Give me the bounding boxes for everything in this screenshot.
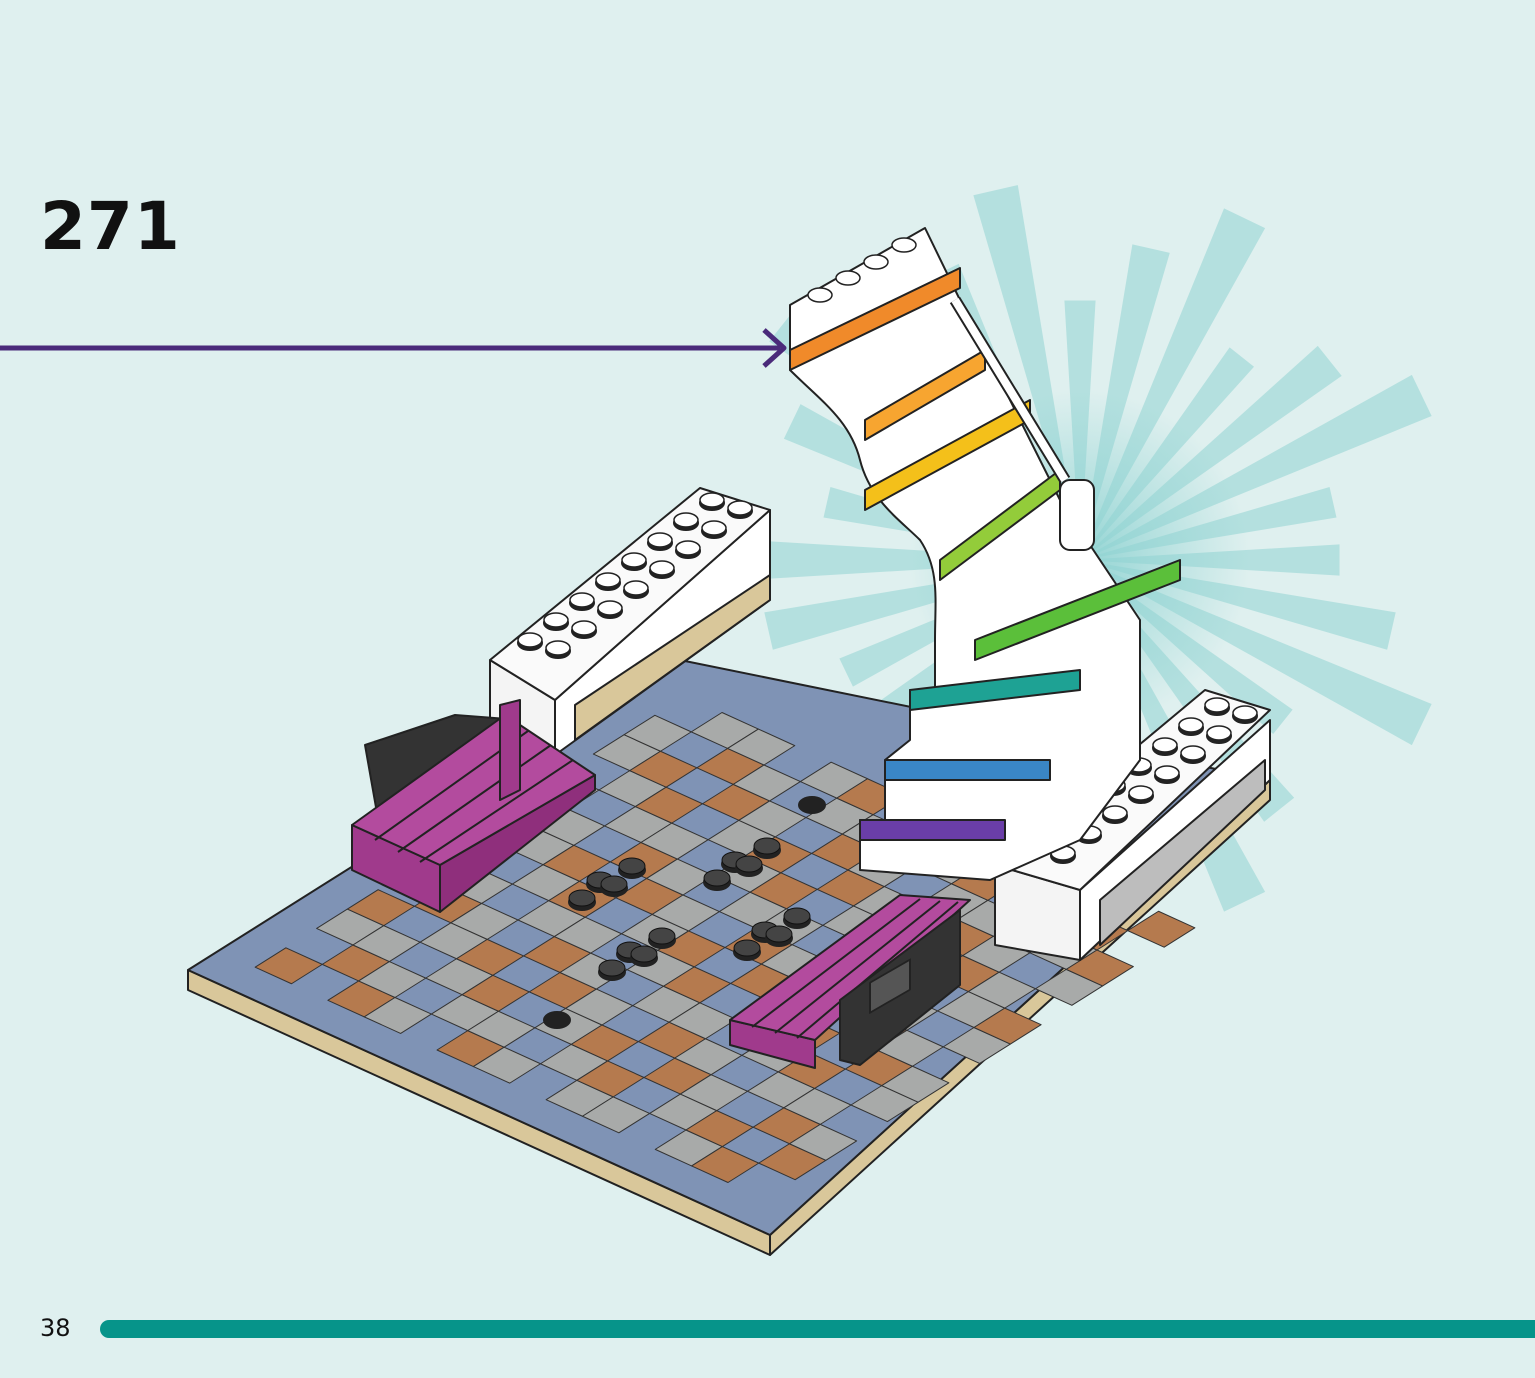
stair-stud: [807, 287, 833, 303]
page-number: 38: [40, 1314, 71, 1342]
wall-stud-top: [1154, 765, 1180, 781]
wall-stud-top: [699, 492, 725, 508]
stair-step: [884, 759, 1051, 781]
wall-stud-top: [543, 612, 569, 628]
left-wall: [489, 487, 771, 756]
wall-stud-top: [647, 532, 673, 548]
stud-top: [733, 939, 761, 957]
stud-top: [568, 889, 596, 907]
wall-stud-top: [1102, 805, 1128, 821]
stud-top: [598, 959, 626, 977]
floor-tile: [1127, 910, 1196, 948]
rainbow-staircase: [789, 227, 1181, 881]
wall-stud-top: [517, 632, 543, 648]
stair-step: [909, 669, 1081, 711]
wall-stud-top: [727, 500, 753, 516]
stair-stud: [891, 237, 917, 253]
stud-top: [648, 927, 676, 945]
stair-stud: [863, 254, 889, 270]
wall-stud-top: [675, 540, 701, 556]
floor-tile: [1065, 949, 1134, 987]
wall-stud-top: [621, 552, 647, 568]
stair-step: [864, 349, 986, 441]
wall-stud-top: [597, 600, 623, 616]
stud-top: [735, 855, 763, 873]
stud: [543, 1011, 571, 1029]
wall-stud-top: [571, 620, 597, 636]
wall-stud-top: [1128, 785, 1154, 801]
stud-top: [765, 925, 793, 943]
wall-stud-top: [1152, 737, 1178, 753]
wall-stud-top: [623, 580, 649, 596]
wall-stud-top: [701, 520, 727, 536]
wall-stud-top: [545, 640, 571, 656]
stud-top: [630, 945, 658, 963]
stud: [798, 796, 826, 814]
bench-right: [729, 894, 971, 1069]
stud-top: [600, 875, 628, 893]
stud-top: [783, 907, 811, 925]
wall-stud-top: [595, 572, 621, 588]
wall-stud-top: [1204, 697, 1230, 713]
floor-tile: [727, 728, 796, 766]
stair-step: [974, 559, 1181, 661]
wall-stud-top: [1232, 705, 1258, 721]
wall-stud-top: [569, 592, 595, 608]
wall-stud-top: [649, 560, 675, 576]
wall-stud-top: [1206, 725, 1232, 741]
stair-stud: [835, 270, 861, 286]
stud-top: [618, 857, 646, 875]
stud-top: [703, 869, 731, 887]
center-studs: [543, 796, 826, 1029]
stud-top: [753, 837, 781, 855]
floor-tile: [789, 1123, 858, 1161]
stair-step: [859, 819, 1006, 841]
wall-stud-top: [1180, 745, 1206, 761]
bench-left: [351, 699, 596, 913]
burst-ray: [700, 537, 1080, 583]
stair-step: [789, 267, 961, 371]
floor-tile: [973, 1007, 1042, 1045]
arrow-right-icon: [0, 328, 787, 368]
wall-stud-top: [673, 512, 699, 528]
step-number: 271: [40, 188, 181, 265]
wall-stud-top: [1178, 717, 1204, 733]
progress-bar: [100, 1320, 1535, 1338]
floor-tile: [881, 1065, 950, 1103]
